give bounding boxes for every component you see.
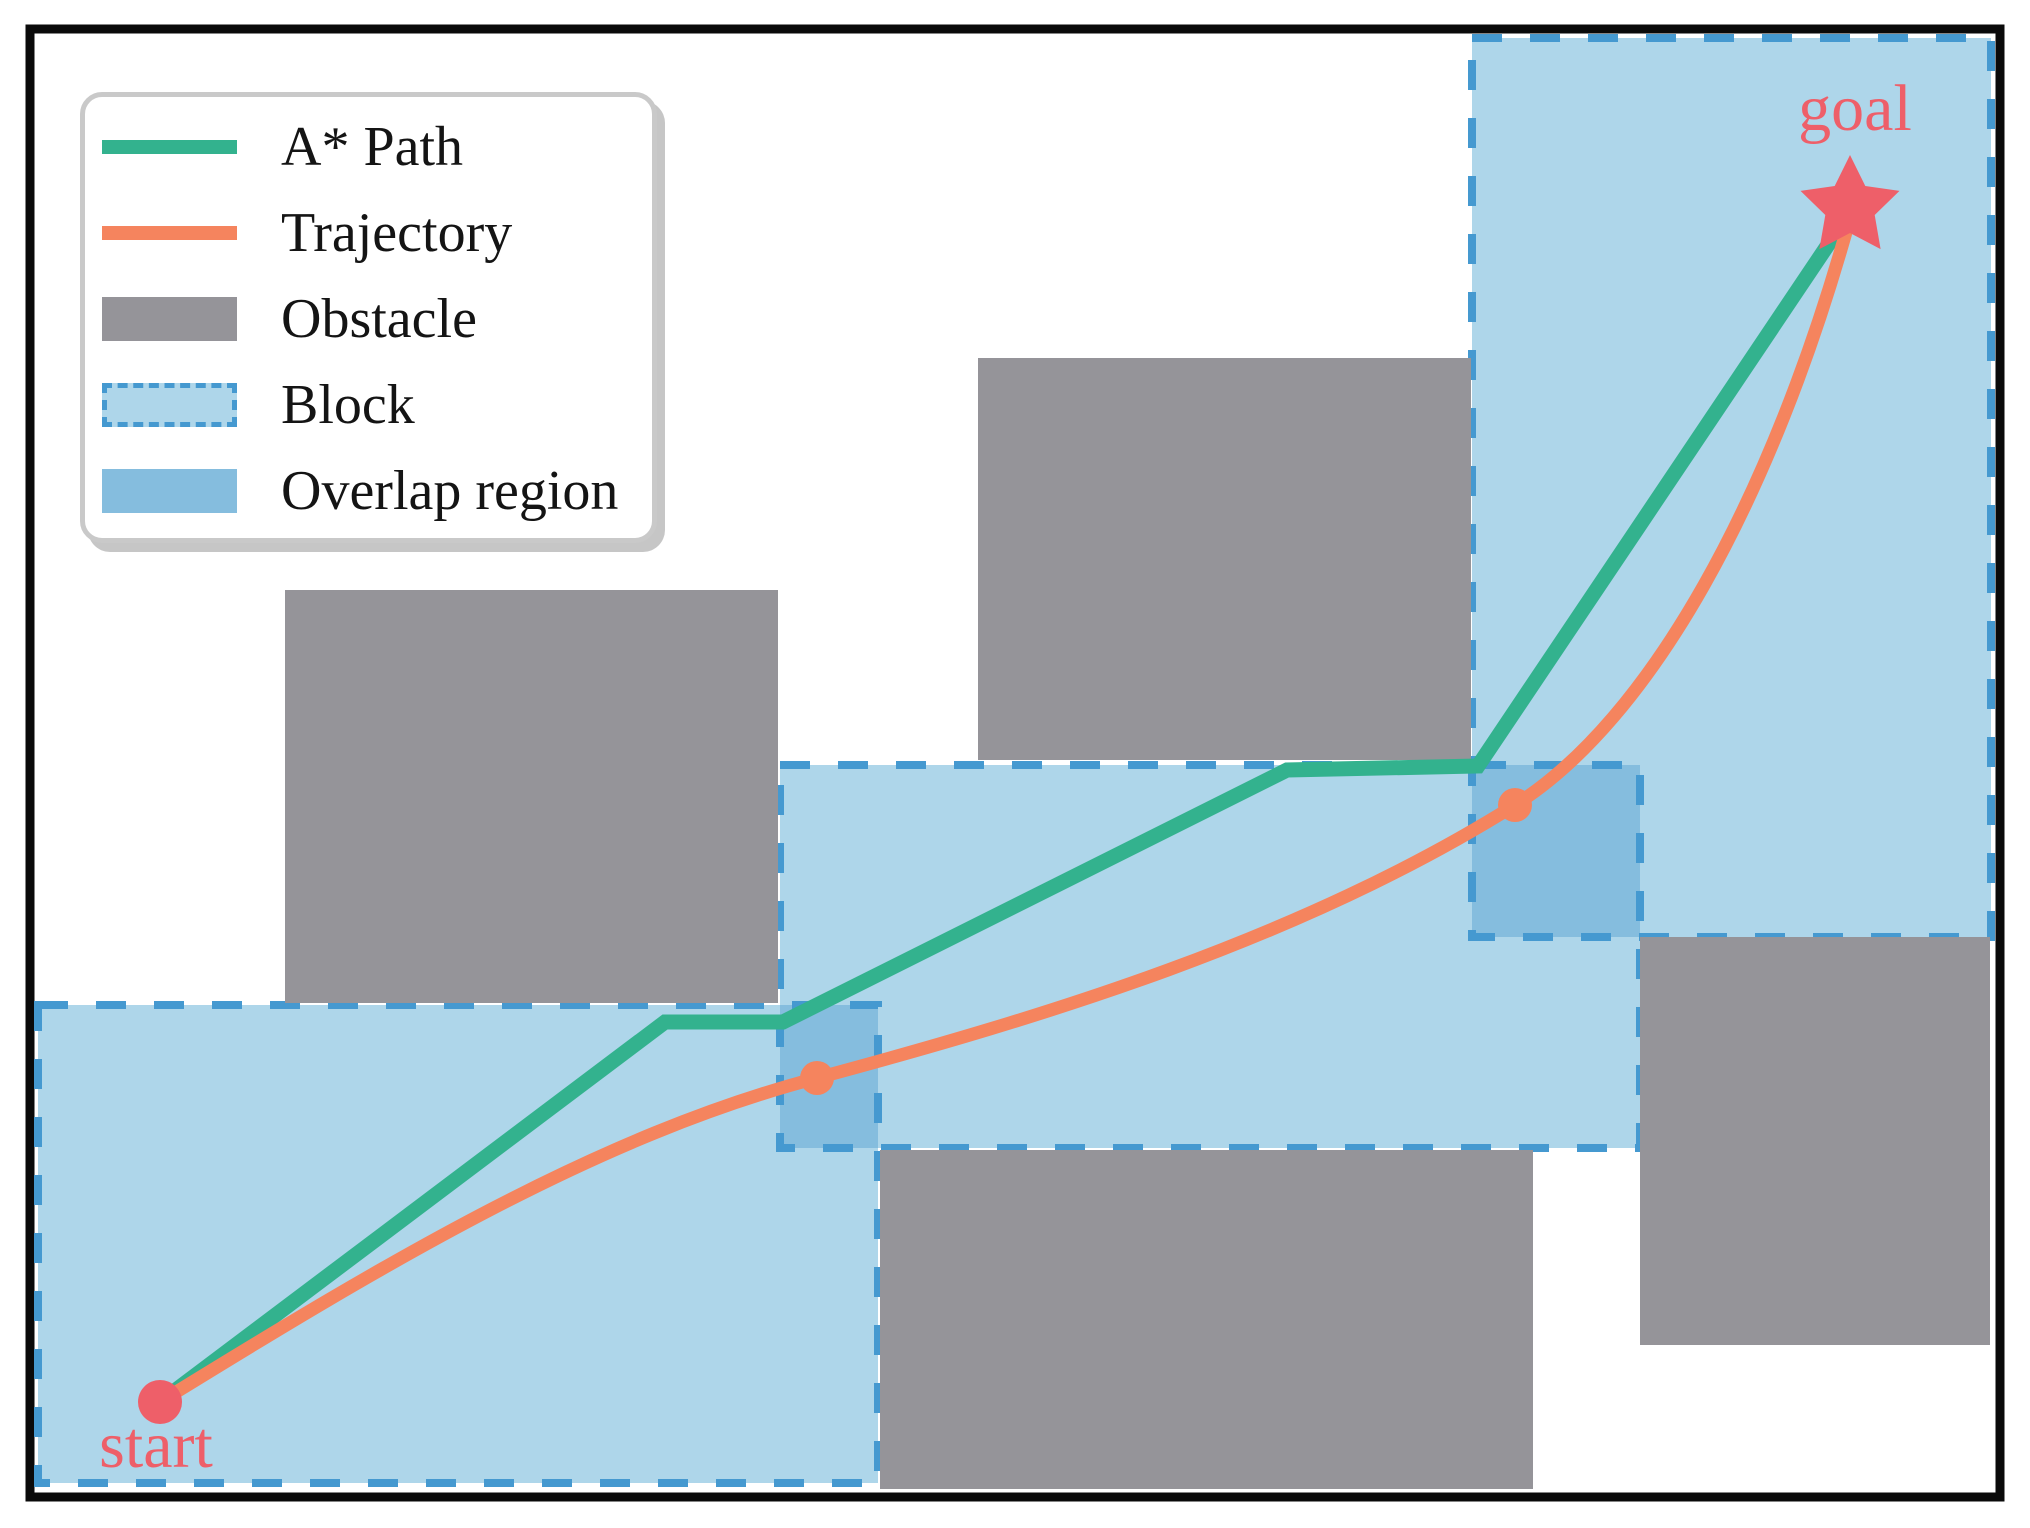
block-bottom-left-dashed-edge [34,1001,882,1487]
legend-label-block: Block [281,374,415,436]
obstacle-right [1640,937,1990,1345]
legend-label-obstacle: Obstacle [281,288,477,350]
waypoint-dot-1 [800,1061,834,1095]
overlap-2 [1472,765,1640,937]
trajectory-curve [153,211,1857,1409]
goal-label: goal [1798,72,1912,145]
start-label: start [99,1409,213,1482]
overlap-region-patch-swatch [102,469,237,513]
goal-star-icon [1800,155,1900,250]
block-patch-swatch [102,383,237,427]
waypoint-dot-2 [1498,788,1532,822]
obstacle-patch-swatch [102,297,237,341]
obstacle-bottom-middle [880,1150,1533,1489]
legend-label-astar-path: A* Path [281,116,463,178]
legend-label-trajectory: Trajectory [281,202,513,264]
scene-root [25,24,2005,1502]
astar-path-line-swatch [102,140,237,154]
legend-item-overlap-region: Overlap region [102,448,652,534]
legend-item-astar-path: A* Path [102,104,652,190]
block-top-right-dashed-edge [1468,34,1995,941]
astar-path-line [152,204,1858,1410]
start-marker-dot [138,1380,182,1424]
legend-label-overlap-region: Overlap region [281,460,619,522]
legend-item-obstacle: Obstacle [102,276,652,362]
obstacle-left [285,590,778,1003]
legend-item-block: Block [102,362,652,448]
trajectory-line-swatch [102,226,237,240]
legend: A* Path Trajectory Obstacle Block Overla… [80,92,657,543]
obstacle-top-middle [978,358,1471,760]
legend-item-trajectory: Trajectory [102,190,652,276]
